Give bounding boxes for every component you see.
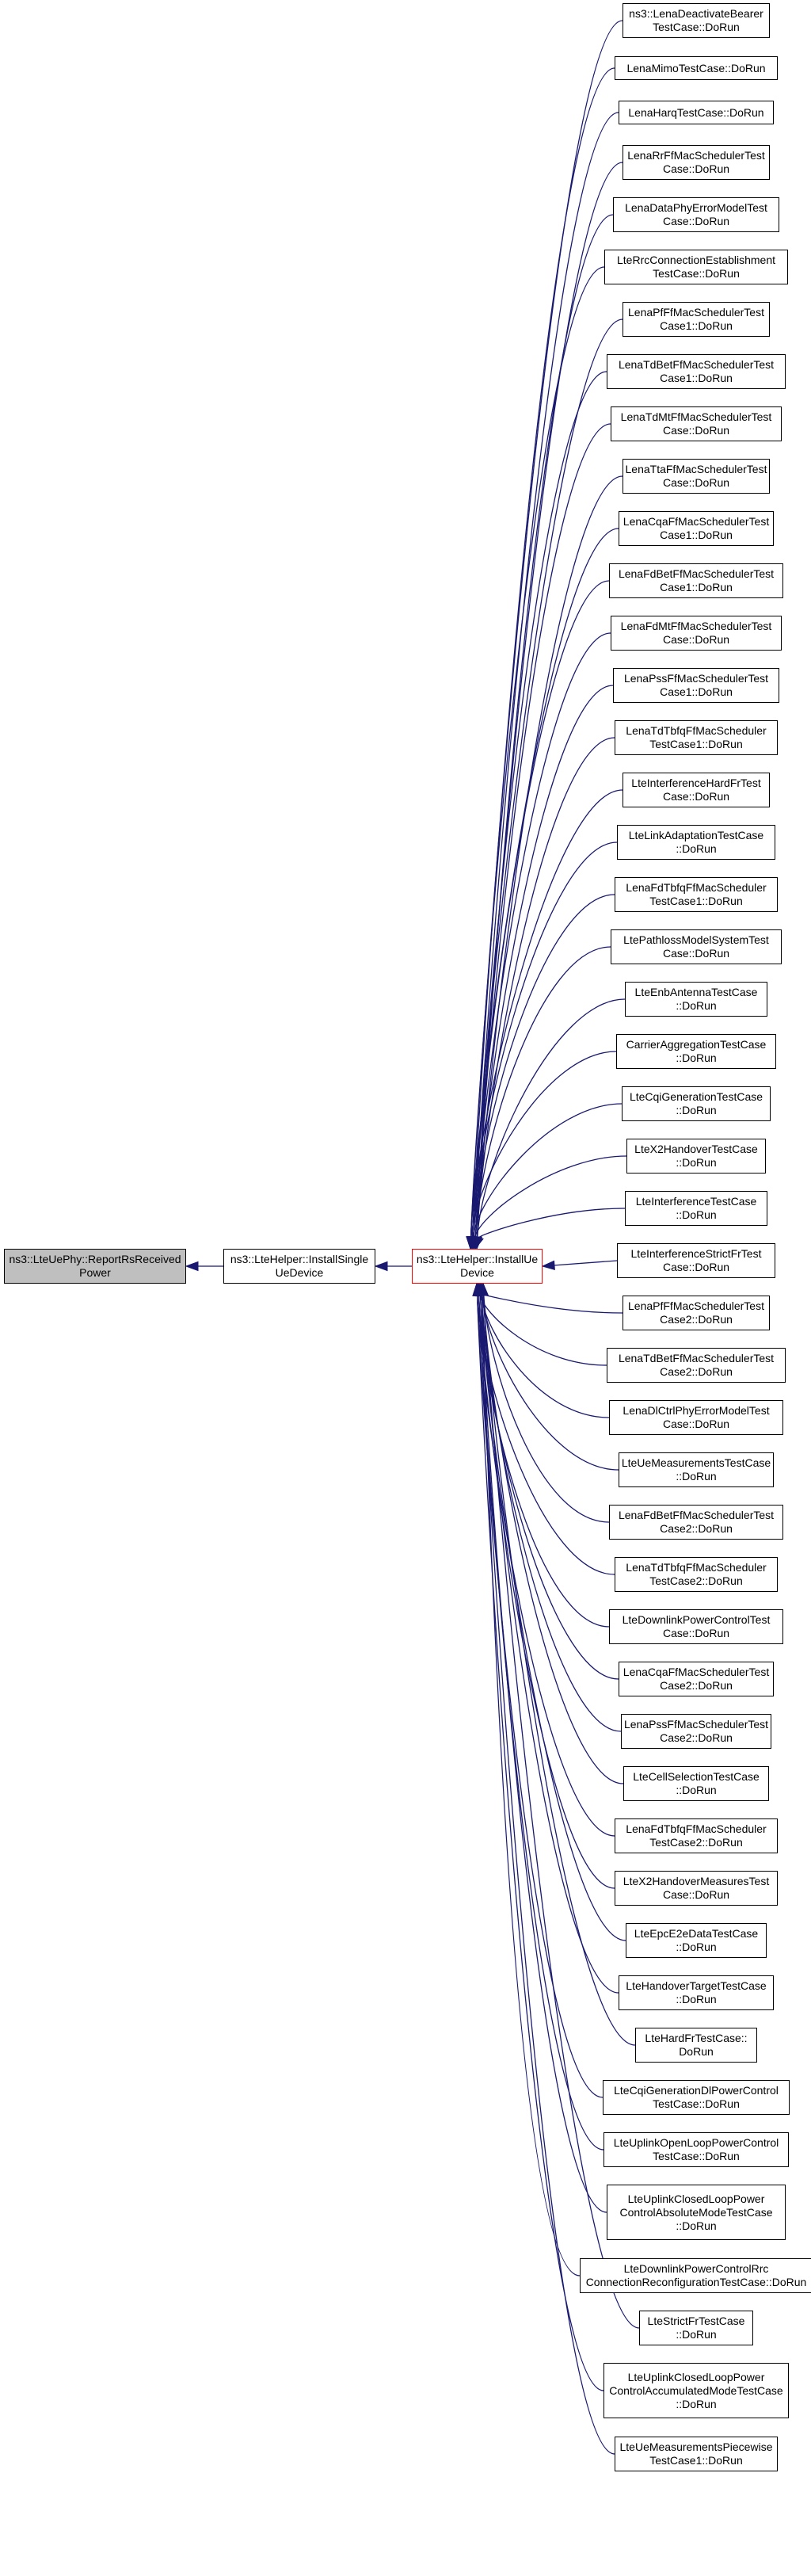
caller-edge	[478, 1295, 604, 2150]
caller-node[interactable]: LenaTtaFfMacSchedulerTest Case::DoRun	[623, 459, 770, 494]
caller-node[interactable]: LteUplinkClosedLoopPower ControlAccumula…	[603, 2363, 789, 2418]
edge-center-to-single-arrowhead	[374, 1261, 388, 1272]
caller-edge	[482, 1295, 619, 1471]
caller-edge	[470, 528, 619, 1238]
caller-edge	[474, 162, 623, 1238]
node-install-single-ue-device[interactable]: ns3::LteHelper::InstallSingle UeDevice	[223, 1249, 375, 1284]
caller-node[interactable]: LtePathlossModelSystemTest Case::DoRun	[611, 929, 782, 964]
caller-node[interactable]: LenaCqaFfMacSchedulerTest Case1::DoRun	[619, 511, 774, 546]
caller-edge	[477, 1295, 615, 1575]
caller-edge	[481, 1295, 622, 1732]
caller-node[interactable]: LteCellSelectionTestCase ::DoRun	[623, 1766, 769, 1801]
caller-node[interactable]: LteX2HandoverMeasuresTest Case::DoRun	[615, 1871, 778, 1906]
caller-node[interactable]: LteDownlinkPowerControlTest Case::DoRun	[609, 1609, 783, 1644]
caller-edge-arrowhead	[474, 1235, 484, 1250]
caller-edge	[474, 1155, 627, 1238]
caller-edge	[476, 475, 623, 1238]
caller-node[interactable]: LenaFdTbfqFfMacScheduler TestCase2::DoRu…	[615, 1818, 778, 1853]
caller-node[interactable]: LteStrictFrTestCase ::DoRun	[639, 2311, 753, 2345]
caller-edge	[473, 112, 619, 1238]
caller-node[interactable]: LenaTdBetFfMacSchedulerTest Case2::DoRun	[607, 1348, 786, 1383]
caller-edge	[476, 737, 615, 1238]
caller-edge	[476, 1295, 615, 1837]
caller-edge	[478, 1208, 626, 1238]
caller-node[interactable]: LteUplinkClosedLoopPower ControlAbsolute…	[607, 2185, 786, 2240]
caller-node[interactable]: LteUeMeasurementsTestCase ::DoRun	[619, 1452, 774, 1487]
caller-edge	[470, 266, 605, 1238]
caller-edge	[479, 1295, 607, 1366]
caller-node[interactable]: LenaFdTbfqFfMacScheduler TestCase1::DoRu…	[615, 877, 778, 912]
caller-node[interactable]: LteLinkAdaptationTestCase ::DoRun	[617, 825, 775, 860]
caller-edge	[482, 1295, 640, 2329]
caller-edge	[480, 1295, 610, 1418]
caller-node[interactable]: LteEnbAntennaTestCase ::DoRun	[625, 982, 767, 1017]
caller-node[interactable]: LteInterferenceHardFrTest Case::DoRun	[623, 773, 770, 807]
caller-node[interactable]: LenaTdTbfqFfMacScheduler TestCase1::DoRu…	[615, 720, 778, 755]
caller-node[interactable]: LenaPfFfMacSchedulerTest Case2::DoRun	[623, 1296, 770, 1330]
caller-node[interactable]: LenaFdBetFfMacSchedulerTest Case2::DoRun	[609, 1505, 783, 1540]
caller-node[interactable]: LenaCqaFfMacSchedulerTest Case2::DoRun	[619, 1662, 774, 1696]
caller-node[interactable]: LenaTdMtFfMacSchedulerTest Case::DoRun	[611, 406, 782, 441]
caller-node[interactable]: LteRrcConnectionEstablishment TestCase::…	[604, 250, 788, 284]
caller-edge	[476, 1295, 604, 2391]
caller-node[interactable]: LenaDlCtrlPhyErrorModelTest Case::DoRun	[609, 1400, 783, 1435]
caller-edge	[476, 1295, 603, 2098]
caller-edge	[478, 1295, 615, 1889]
caller-node[interactable]: ns3::LenaDeactivateBearer TestCase::DoRu…	[623, 3, 770, 38]
caller-edge-arrowhead	[474, 1282, 484, 1296]
caller-node[interactable]: LteHandoverTargetTestCase ::DoRun	[619, 1975, 774, 2010]
node-report-rs-received-power[interactable]: ns3::LteUePhy::ReportRsReceived Power	[4, 1249, 186, 1284]
caller-node[interactable]: LenaHarqTestCase::DoRun	[619, 101, 774, 124]
caller-node[interactable]: LteCqiGenerationTestCase ::DoRun	[622, 1086, 771, 1121]
caller-node[interactable]: LenaTdBetFfMacSchedulerTest Case1::DoRun	[607, 354, 786, 389]
caller-node[interactable]: LenaFdMtFfMacSchedulerTest Case::DoRun	[611, 616, 782, 651]
caller-edge	[479, 1295, 619, 1680]
caller-edge	[470, 1051, 617, 1238]
caller-node[interactable]: CarrierAggregationTestCase ::DoRun	[616, 1034, 776, 1069]
caller-node[interactable]: LteDownlinkPowerControlRrc ConnectionRec…	[580, 2258, 811, 2293]
caller-node[interactable]: LenaRrFfMacSchedulerTest Case::DoRun	[623, 145, 770, 180]
caller-edge	[473, 894, 615, 1238]
caller-node[interactable]: LenaMimoTestCase::DoRun	[615, 56, 778, 80]
caller-node[interactable]: LteX2HandoverTestCase ::DoRun	[626, 1139, 766, 1174]
caller-node[interactable]: LteEpcE2eDataTestCase ::DoRun	[626, 1923, 767, 1958]
caller-node[interactable]: LteInterferenceTestCase ::DoRun	[625, 1191, 767, 1226]
caller-node[interactable]: LenaPssFfMacSchedulerTest Case1::DoRun	[613, 668, 779, 703]
caller-edge	[554, 1260, 618, 1266]
caller-edge	[483, 1295, 610, 1523]
caller-node[interactable]: LenaPssFfMacSchedulerTest Case2::DoRun	[621, 1714, 771, 1749]
caller-node[interactable]: LenaPfFfMacSchedulerTest Case1::DoRun	[623, 302, 770, 337]
caller-edge	[476, 214, 614, 1238]
caller-edge	[470, 20, 623, 1238]
caller-edge	[471, 67, 615, 1238]
caller-edge	[477, 998, 626, 1238]
caller-node[interactable]: LteCqiGenerationDlPowerControl TestCase:…	[603, 2080, 790, 2115]
caller-node[interactable]: LenaTdTbfqFfMacScheduler TestCase2::DoRu…	[615, 1557, 778, 1592]
caller-edge	[482, 1295, 624, 1784]
caller-edge-arrowhead	[541, 1260, 555, 1271]
caller-edge	[481, 1295, 619, 1994]
caller-node[interactable]: LteUeMeasurementsPiecewise TestCase1::Do…	[615, 2437, 778, 2471]
caller-node[interactable]: LteHardFrTestCase:: DoRun	[635, 2028, 757, 2063]
caller-node[interactable]: LteInterferenceStrictFrTest Case::DoRun	[617, 1243, 775, 1278]
caller-node[interactable]: LteUplinkOpenLoopPowerControl TestCase::…	[603, 2132, 789, 2167]
node-install-ue-device[interactable]: ns3::LteHelper::InstallUe Device	[412, 1249, 543, 1284]
caller-node[interactable]: LenaFdBetFfMacSchedulerTest Case1::DoRun	[609, 563, 783, 598]
caller-edge	[474, 423, 611, 1238]
edge-single-to-root-arrowhead	[185, 1261, 199, 1272]
caller-edge	[481, 1293, 623, 1314]
caller-node[interactable]: LenaDataPhyErrorModelTest Case::DoRun	[613, 197, 779, 232]
